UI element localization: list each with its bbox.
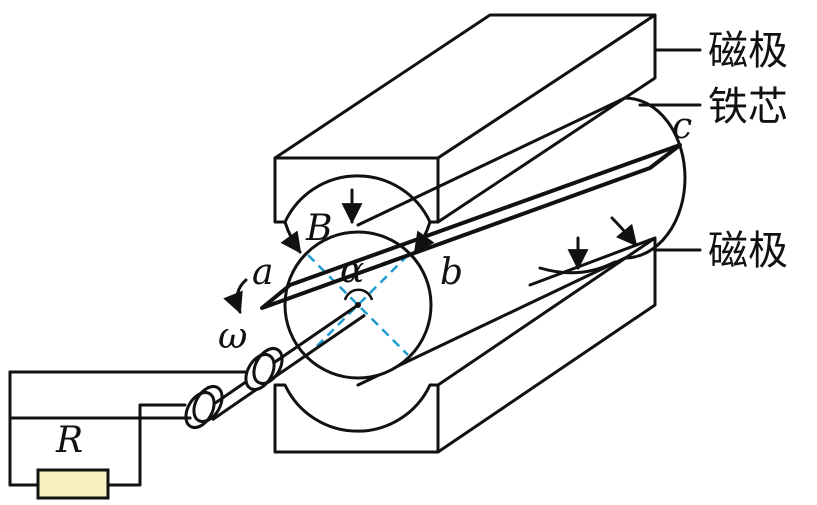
pole-top-label: 磁极 (708, 28, 788, 74)
pole-bottom-label: 磁极 (708, 228, 788, 274)
point-a-label: a (252, 252, 273, 293)
core-label: 铁芯 (708, 84, 788, 130)
omega-label: ω (218, 316, 247, 357)
external-circuit (8, 370, 247, 487)
field-label: B (305, 208, 332, 249)
leader-lines (638, 48, 702, 252)
top-pole (273, 13, 657, 224)
angle-label: α (340, 250, 364, 291)
angle-arc (343, 288, 374, 301)
slip-rings (184, 346, 284, 430)
coil-loop (260, 143, 682, 310)
point-c-label: c (672, 106, 692, 147)
resistor-label: R (55, 420, 83, 461)
point-b-label: b (440, 252, 463, 293)
axis-center-dot (355, 302, 361, 308)
field-arrows (280, 188, 638, 275)
resistor (36, 468, 110, 500)
rotation-arrow (223, 278, 248, 314)
